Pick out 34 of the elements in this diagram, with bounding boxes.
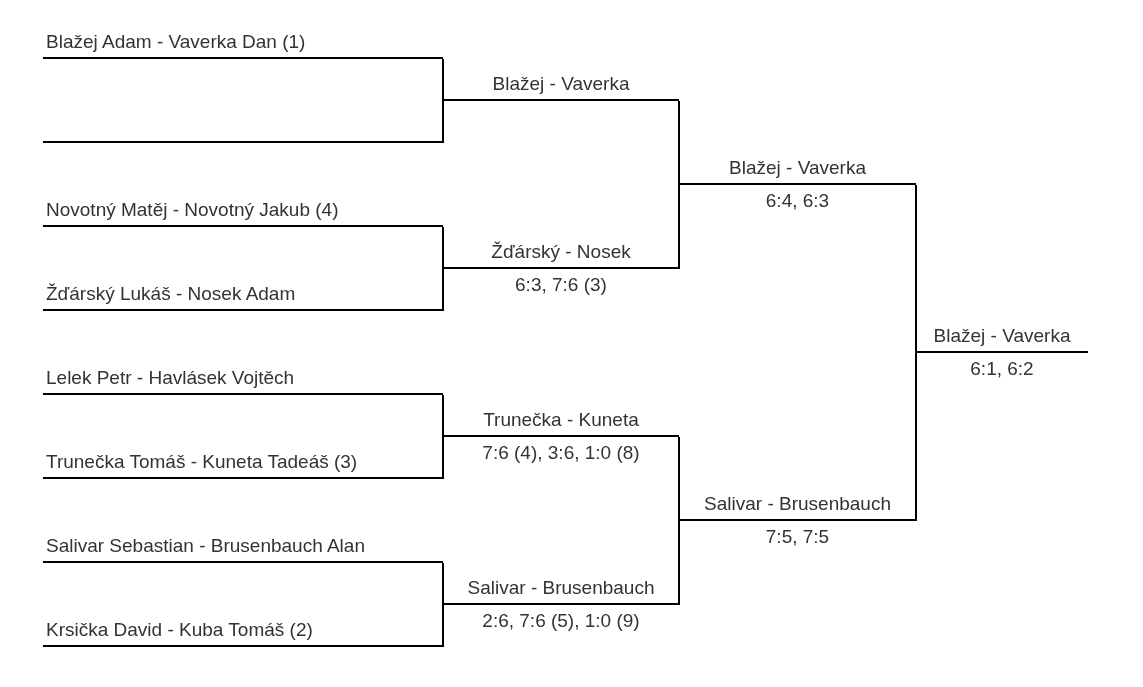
match-score: 2:6, 7:6 (5), 1:0 (9) xyxy=(482,610,640,631)
match-pairing: Žďárský Lukáš - Nosek Adam xyxy=(46,283,296,304)
match-pairing: Blažej - Vaverka xyxy=(492,73,630,94)
bracket-connector xyxy=(442,226,444,270)
match-pairing: Blažej - Vaverka xyxy=(933,325,1071,346)
match-pairing: Krsička David - Kuba Tomáš (2) xyxy=(46,619,313,640)
bracket-connector xyxy=(442,394,444,438)
match-score: 6:3, 7:6 (3) xyxy=(515,274,607,295)
bracket-connector xyxy=(678,520,680,606)
match-pairing: Trunečka - Kuneta xyxy=(483,409,639,430)
bracket-connector xyxy=(442,268,444,312)
match-pairing: Novotný Matěj - Novotný Jakub (4) xyxy=(46,199,339,220)
match-pairing: Salivar - Brusenbauch xyxy=(467,577,655,598)
bracket-connector xyxy=(678,436,680,522)
match-pairing: Trunečka Tomáš - Kuneta Tadeáš (3) xyxy=(46,451,358,472)
match-pairing: Salivar - Brusenbauch xyxy=(704,493,891,514)
bracket-connector xyxy=(915,184,917,354)
match-score: 7:6 (4), 3:6, 1:0 (8) xyxy=(482,442,640,463)
match-score: 7:5, 7:5 xyxy=(765,526,830,547)
match-score: 6:4, 6:3 xyxy=(765,190,830,211)
bracket-connector xyxy=(442,58,444,102)
bracket-connector xyxy=(442,604,444,648)
match-pairing: Lelek Petr - Havlásek Vojtěch xyxy=(46,367,295,388)
bracket-connector xyxy=(442,100,444,144)
match-score: 6:1, 6:2 xyxy=(970,358,1034,379)
match-pairing: Blažej - Vaverka xyxy=(729,157,866,178)
match-pairing: Blažej Adam - Vaverka Dan (1) xyxy=(46,31,306,52)
bracket-connector xyxy=(442,562,444,606)
bracket-connector xyxy=(442,436,444,480)
bracket-connector xyxy=(678,184,680,270)
match-pairing: Žďárský - Nosek xyxy=(491,241,631,262)
bracket-connector xyxy=(678,100,680,186)
bracket-connector xyxy=(915,352,917,522)
match-pairing: Salivar Sebastian - Brusenbauch Alan xyxy=(46,535,365,556)
